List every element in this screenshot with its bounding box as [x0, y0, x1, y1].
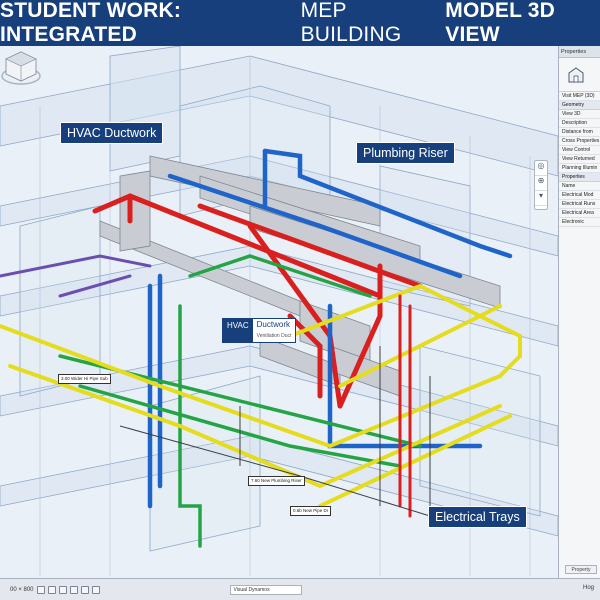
- mep-model-drawing: [0, 46, 558, 576]
- visual-style-icon[interactable]: [47, 585, 56, 594]
- nav-pan-icon[interactable]: ▾: [535, 191, 547, 206]
- 3d-viewport[interactable]: HVAC Ductwork Plumbing Riser Electrical …: [0, 46, 558, 578]
- viewcube-icon[interactable]: [0, 46, 42, 88]
- properties-row[interactable]: Cross Properties: [559, 137, 600, 146]
- properties-row[interactable]: Electrical Area: [559, 209, 600, 218]
- properties-row[interactable]: Electrical Runs: [559, 200, 600, 209]
- nav-zoom-icon[interactable]: ⊕: [535, 176, 547, 191]
- title-part-3: MODEL 3D VIEW: [445, 0, 556, 46]
- ductwork-label: Ductwork: [256, 320, 290, 329]
- shadows-icon[interactable]: [69, 585, 78, 594]
- properties-row[interactable]: Distance from: [559, 128, 600, 137]
- status-right-text: Hog: [582, 585, 594, 591]
- properties-row[interactable]: Name: [559, 182, 600, 191]
- title-banner: STUDENT WORK: INTEGRATED MEP BUILDING MO…: [0, 0, 600, 46]
- purple-pipes: [0, 254, 152, 298]
- red-risers: [398, 294, 412, 518]
- red-pipes: [92, 193, 423, 409]
- ductwork-sub: Ventilation Duct: [256, 333, 292, 339]
- properties-section: Properties: [559, 173, 600, 182]
- thin-pipes: [119, 346, 431, 526]
- crop-view-icon[interactable]: [80, 585, 89, 594]
- sun-path-icon[interactable]: [58, 585, 67, 594]
- scale-readout[interactable]: 00 × 800: [10, 586, 34, 593]
- status-bar: 00 × 800 Visual Dynamos Hog: [0, 578, 600, 600]
- properties-type-icon: [559, 58, 600, 92]
- pipe-note-left: 3.00 Wider Hi Pipe Sub: [58, 374, 111, 384]
- plumbing-note: 7.60 New Plumbing Riser: [248, 476, 305, 486]
- view-selector-field[interactable]: Visual Dynamos: [229, 584, 302, 595]
- title-part-2: MEP BUILDING: [300, 0, 402, 46]
- properties-row[interactable]: Electrical Mod: [559, 191, 600, 200]
- properties-section: Geometry: [559, 101, 600, 110]
- properties-row[interactable]: View 3D: [559, 110, 600, 119]
- properties-type-selector[interactable]: Visit MEP (3D): [559, 92, 600, 101]
- plumbing-riser-callout: Plumbing Riser: [356, 142, 455, 164]
- properties-apply-button[interactable]: Property: [565, 565, 597, 574]
- properties-row[interactable]: Description: [559, 119, 600, 128]
- detail-level-icon[interactable]: [36, 585, 45, 594]
- house-3d-icon: [568, 66, 584, 82]
- nav-full-icon[interactable]: ◎: [535, 161, 547, 176]
- properties-row[interactable]: View Returned: [559, 155, 600, 164]
- properties-row[interactable]: Electronic: [559, 218, 600, 227]
- hvac-tag: HVAC: [223, 319, 253, 342]
- properties-row[interactable]: Planning Illumin: [559, 164, 600, 173]
- pipe-note-right: 0.6b New Pipe Dr: [290, 506, 332, 516]
- title-part-1: STUDENT WORK: INTEGRATED: [0, 0, 182, 46]
- properties-row[interactable]: View Control: [559, 146, 600, 155]
- hide-isolate-icon[interactable]: [91, 585, 100, 594]
- electrical-trays-callout: Electrical Trays: [428, 506, 527, 528]
- properties-header: Properties: [559, 46, 600, 58]
- hvac-ductwork-callout: HVAC Ductwork: [60, 122, 164, 144]
- navigation-bar[interactable]: ◎ ⊕ ▾: [534, 160, 548, 210]
